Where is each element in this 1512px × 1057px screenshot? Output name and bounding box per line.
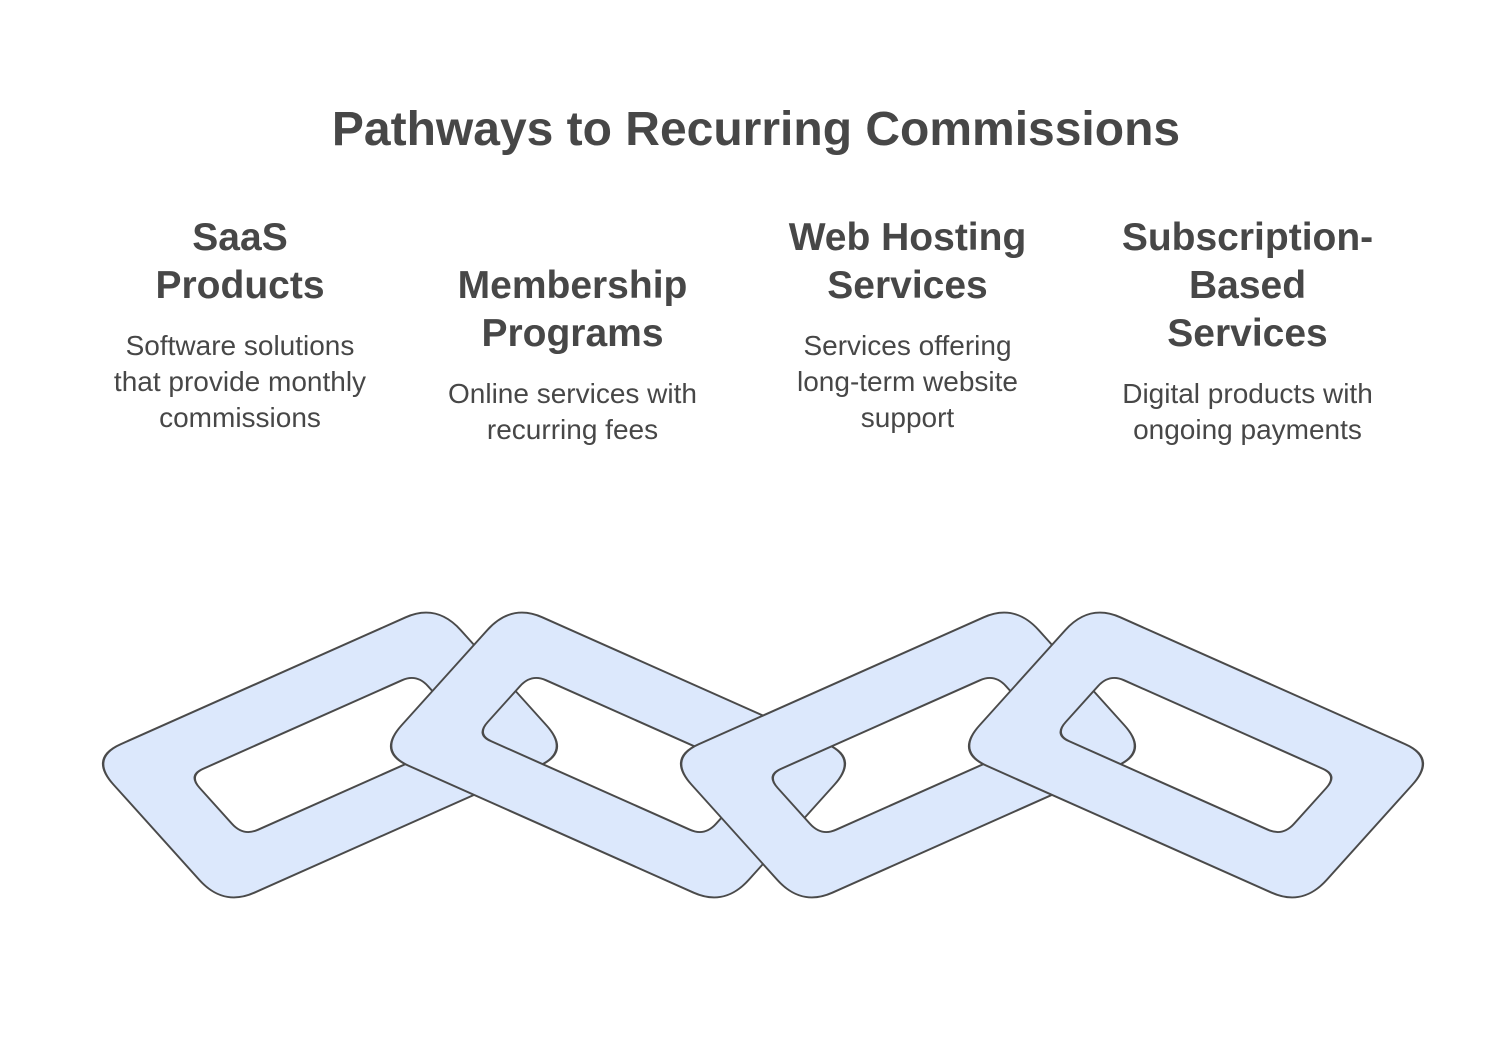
- pathway-title-line: Web Hosting: [788, 216, 1027, 259]
- pathway-description-line: that provide monthly: [113, 366, 367, 397]
- pathway-description-line: Online services with: [448, 378, 697, 409]
- pathway-description: Software solutions that provide monthly …: [90, 328, 390, 436]
- pathway-title-line: Services: [827, 264, 988, 307]
- pathway-title-line: Subscription-: [1121, 216, 1374, 259]
- pathway-description-line: Services offering: [803, 330, 1012, 361]
- pathway-subscription-based-services: Subscription- Based Services Digital pro…: [1095, 214, 1400, 448]
- pathway-title-line: Products: [155, 264, 325, 307]
- pathway-title-line: Membership: [457, 264, 688, 307]
- pathway-title: Membership Programs: [420, 262, 725, 358]
- pathway-description: Digital products with ongoing payments: [1095, 376, 1400, 448]
- pathway-title: Web Hosting Services: [765, 214, 1050, 310]
- pathway-description: Online services with recurring fees: [420, 376, 725, 448]
- pathway-description-line: commissions: [159, 402, 321, 433]
- pathway-membership-programs: Membership Programs Online services with…: [420, 262, 725, 448]
- page-title: Pathways to Recurring Commissions: [331, 103, 1181, 156]
- pathway-description-line: ongoing payments: [1133, 414, 1362, 445]
- chain-links: [102, 611, 1424, 899]
- pathway-description: Services offering long-term website supp…: [765, 328, 1050, 436]
- pathway-title-line: Based: [1188, 264, 1307, 307]
- pathway-web-hosting-services: Web Hosting Services Services offering l…: [765, 214, 1050, 436]
- chain-link-shape: [968, 611, 1424, 899]
- pathway-saas-products: SaaS Products Software solutions that pr…: [90, 214, 390, 436]
- pathway-title-line: Services: [1167, 312, 1328, 355]
- pathway-description-line: support: [860, 402, 955, 433]
- pathway-title: SaaS Products: [90, 214, 390, 310]
- pathway-title-line: SaaS: [192, 216, 288, 259]
- pathway-title-line: Programs: [481, 312, 664, 355]
- pathway-description-line: recurring fees: [486, 414, 659, 445]
- chain-link: [968, 611, 1424, 899]
- pathway-description-line: Digital products with: [1122, 378, 1373, 409]
- pathway-description-line: long-term website: [797, 366, 1018, 397]
- pathway-title: Subscription- Based Services: [1095, 214, 1400, 358]
- pathway-description-line: Software solutions: [125, 330, 355, 361]
